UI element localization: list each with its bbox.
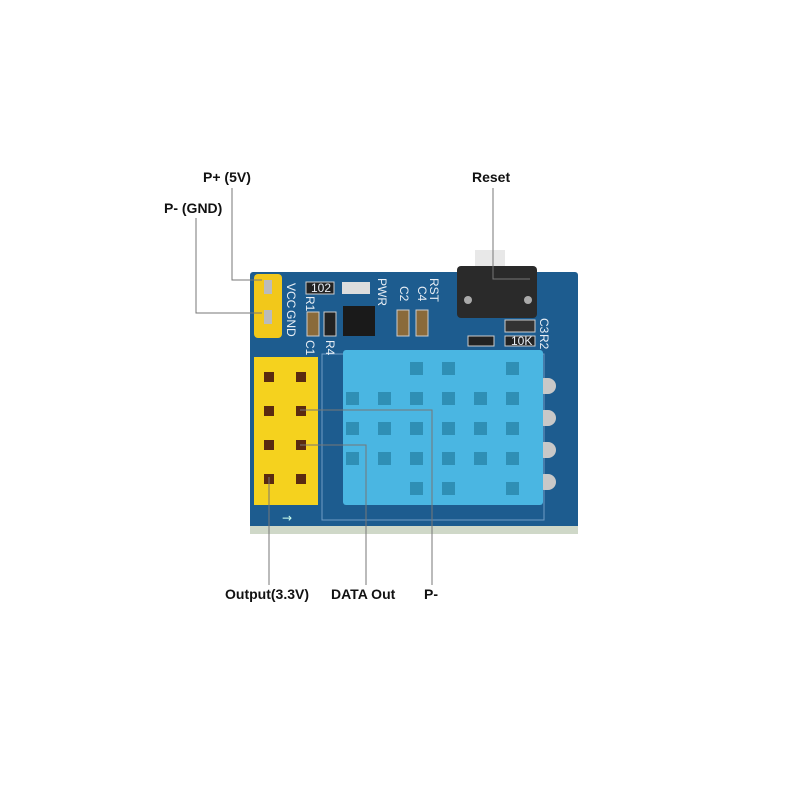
reset-button-cap	[475, 250, 505, 270]
sensor-vent	[474, 392, 487, 405]
leader-data-out	[300, 444, 367, 585]
label-data-out: DATA Out	[331, 586, 396, 602]
sensor-vent	[474, 422, 487, 435]
silk-r1: R1	[303, 296, 317, 312]
silk-c3: C3	[537, 318, 551, 334]
resistor-label: 10K	[511, 334, 532, 348]
sensor-vent	[410, 482, 423, 495]
sensor-vent	[506, 362, 519, 375]
header-hole	[296, 372, 306, 382]
sensor-vent	[410, 422, 423, 435]
silk-r4: R4	[323, 340, 337, 356]
silk-c4: C4	[415, 286, 429, 302]
capacitor	[415, 309, 429, 337]
sensor-vent	[442, 362, 455, 375]
sensor-vent	[506, 452, 519, 465]
power-jumper	[254, 274, 282, 338]
sensor-vent	[474, 452, 487, 465]
capacitor	[504, 319, 536, 333]
label-reset: Reset	[472, 169, 510, 185]
label-p-minus: P-	[424, 586, 438, 602]
silk-c1: C1	[303, 340, 317, 356]
power-led	[342, 282, 370, 294]
silk-c2: C2	[397, 286, 411, 302]
header-hole	[264, 440, 274, 450]
sensor-vent	[410, 392, 423, 405]
label-p-plus: P+ (5V)	[203, 169, 251, 185]
sensor-vent	[506, 482, 519, 495]
sensor-vent	[378, 392, 391, 405]
header-hole	[296, 406, 306, 416]
esp-header-socket	[254, 357, 318, 505]
capacitor	[306, 311, 320, 337]
sensor-vent	[442, 422, 455, 435]
resistor	[504, 335, 536, 347]
jumper-pin	[264, 310, 272, 324]
resistor-label: 102	[311, 281, 331, 295]
silk-rst: RST	[427, 278, 441, 303]
arrow-icon: →	[282, 511, 292, 525]
sensor-vents	[346, 362, 519, 495]
sensor-vent	[442, 452, 455, 465]
sensor-vent	[346, 452, 359, 465]
sensor-vent	[346, 422, 359, 435]
capacitor	[396, 309, 410, 337]
sensor-vent	[378, 422, 391, 435]
silk-vcc: VCC	[284, 283, 298, 309]
leader-reset	[492, 188, 530, 280]
sensor-vent	[442, 482, 455, 495]
pcb-edge	[250, 526, 578, 534]
sensor-vent	[346, 392, 359, 405]
label-output: Output(3.3V)	[225, 586, 309, 602]
label-p-minus-gnd: P- (GND)	[164, 200, 222, 216]
reset-button	[457, 266, 537, 318]
sensor-vent	[378, 452, 391, 465]
sensor-vent	[506, 422, 519, 435]
header-hole	[296, 474, 306, 484]
sensor-vent	[410, 452, 423, 465]
leader-p-plus	[231, 188, 262, 281]
header-hole	[264, 406, 274, 416]
resistor	[305, 281, 335, 295]
sensor-vent	[410, 362, 423, 375]
reset-button-pin	[524, 296, 532, 304]
jumper-pin	[264, 280, 272, 294]
resistor	[323, 311, 337, 337]
regulator-chip	[343, 306, 375, 336]
leader-p-minus-gnd	[195, 218, 262, 314]
silk-r2: R2	[537, 334, 551, 350]
header-hole	[264, 372, 274, 382]
silk-pwr: PWR	[375, 278, 389, 306]
silk-gnd: GND	[284, 310, 298, 337]
leader-p-minus	[300, 409, 433, 585]
reset-button-pin	[464, 296, 472, 304]
sensor-vent	[442, 392, 455, 405]
sensor-vent	[506, 392, 519, 405]
resistor	[467, 335, 495, 347]
